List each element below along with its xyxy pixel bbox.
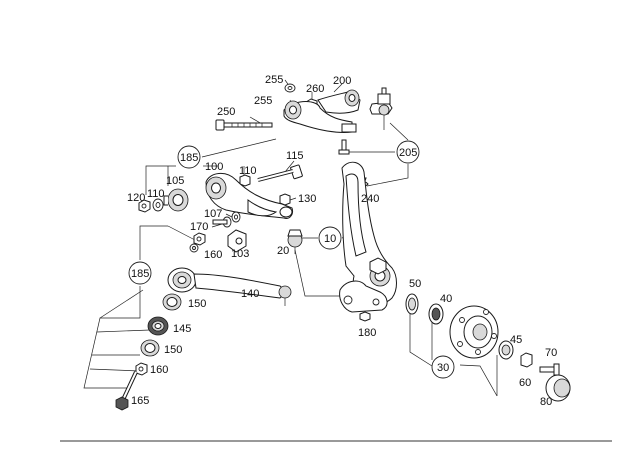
label-255-mid: 255 — [254, 95, 272, 107]
bolt-70 — [539, 363, 560, 376]
label-160-upper: 160 — [204, 249, 222, 261]
label-100: 100 — [205, 161, 223, 173]
nut-60 — [520, 352, 533, 368]
callout-10-circle — [318, 226, 342, 250]
label-110-right: 110 — [239, 165, 257, 177]
callout-205-circle — [396, 140, 420, 164]
label-105: 105 — [166, 175, 184, 187]
label-50: 50 — [409, 278, 421, 290]
steering-knuckle-10 — [339, 161, 397, 313]
nut-110-left — [152, 198, 164, 212]
nut-160-lower — [135, 362, 148, 376]
callout-30-circle — [431, 355, 455, 379]
label-10: 10 — [324, 233, 336, 245]
lower-control-arm-100 — [205, 173, 293, 219]
label-60: 60 — [519, 377, 531, 389]
callout-185-upper-circle — [177, 145, 201, 169]
ring-45 — [498, 340, 514, 360]
bolt-250 — [215, 119, 273, 131]
label-180: 180 — [358, 327, 376, 339]
label-115: 115 — [286, 150, 304, 162]
bolt-180 — [359, 311, 371, 322]
bolt-165 — [115, 371, 138, 411]
bushing-105 — [163, 188, 189, 212]
label-200: 200 — [333, 75, 351, 87]
nut-160-upper — [193, 232, 206, 246]
wheel-bearing-40 — [428, 303, 444, 325]
label-107: 107 — [204, 208, 222, 220]
nut-160-small — [189, 243, 199, 253]
upper-control-arm-200 — [283, 89, 361, 133]
label-160-lower: 160 — [150, 364, 168, 376]
label-103: 103 — [231, 248, 249, 260]
label-185-upper: 185 — [180, 152, 198, 164]
label-130: 130 — [298, 193, 316, 205]
label-110-left: 110 — [147, 188, 165, 200]
label-250: 250 — [217, 106, 235, 118]
ball-joint-205 — [369, 87, 393, 130]
label-170: 170 — [190, 221, 208, 233]
label-140: 140 — [241, 288, 259, 300]
label-150-upper: 150 — [188, 298, 206, 310]
leader-lines — [83, 79, 498, 397]
washer-255-upper — [284, 83, 296, 93]
bushing-103 — [227, 229, 247, 253]
label-40: 40 — [440, 293, 452, 305]
nut-130 — [279, 193, 291, 206]
label-45: 45 — [510, 334, 522, 346]
label-120: 120 — [127, 192, 145, 204]
label-165: 165 — [131, 395, 149, 407]
bolt-170 — [212, 216, 232, 228]
label-80: 80 — [540, 396, 552, 408]
bushing-150-lower — [140, 339, 160, 357]
ball-joint-20 — [287, 229, 303, 254]
label-145: 145 — [173, 323, 191, 335]
wheel-hub — [449, 305, 499, 359]
seal-ring-50 — [405, 293, 419, 315]
bolt-115 — [257, 164, 303, 182]
tension-strut-140 — [167, 267, 292, 306]
label-150-lower: 150 — [164, 344, 182, 356]
label-30: 30 — [437, 362, 449, 374]
bolt-upper-arm — [338, 139, 350, 155]
bushing-150-upper — [162, 293, 182, 311]
label-240: 240 — [361, 193, 379, 205]
label-70: 70 — [545, 347, 557, 359]
mount-145 — [147, 316, 169, 336]
label-255-top: 255 — [265, 74, 283, 86]
label-20: 20 — [277, 245, 289, 257]
nut-120 — [138, 199, 151, 213]
washer-107 — [231, 211, 241, 223]
callout-185-lower-circle — [128, 261, 152, 285]
label-260: 260 — [306, 83, 324, 95]
label-185-lower: 185 — [131, 268, 149, 280]
dust-cap-80 — [545, 374, 571, 402]
label-205: 205 — [399, 147, 417, 159]
